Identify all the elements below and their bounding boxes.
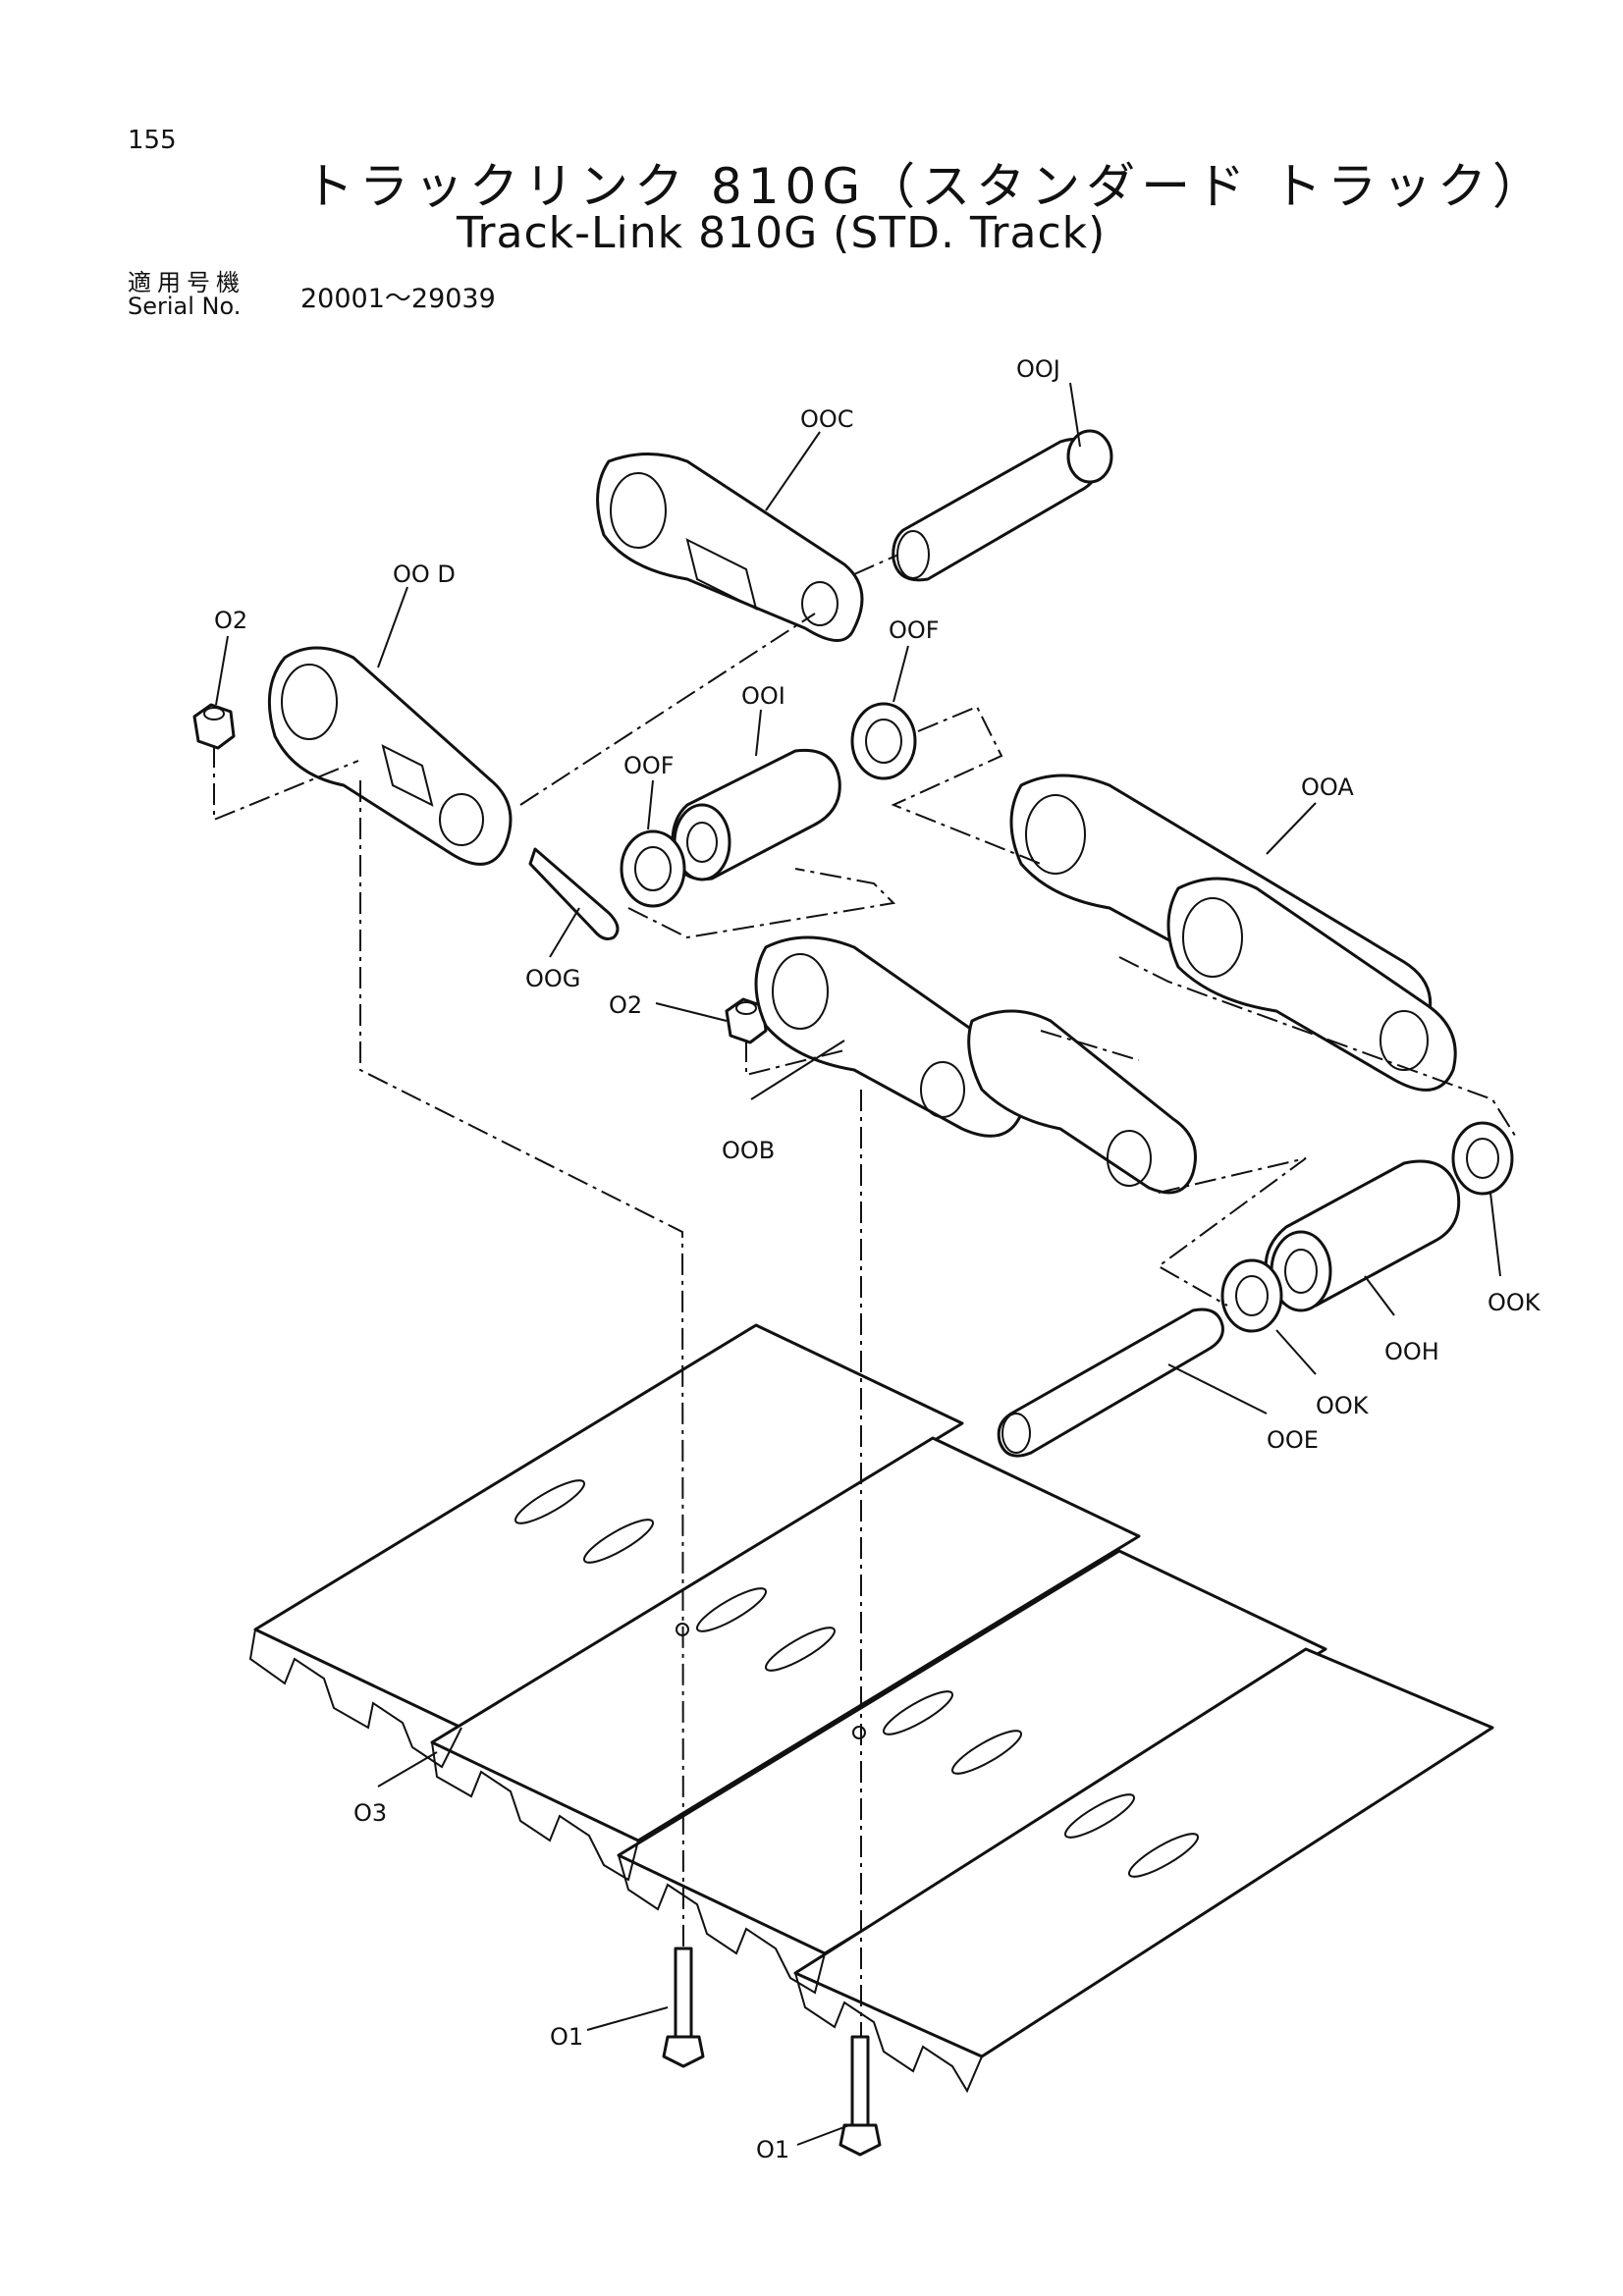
callout-02-mid: O2 — [609, 991, 642, 1019]
title-japanese: トラックリンク 810G（スタンダード トラック） — [304, 158, 1547, 215]
leader-lines — [215, 382, 1501, 2146]
callout-00k-right: OOK — [1488, 1289, 1542, 1316]
callout-03: O3 — [353, 1799, 387, 1827]
bolt-01-left[interactable] — [662, 1947, 705, 2068]
nut-02-top[interactable] — [192, 703, 236, 750]
callout-00i: OOI — [741, 682, 785, 710]
callout-00f-mid: OOF — [623, 752, 675, 779]
callout-01-left: O1 — [550, 2023, 583, 2051]
track-link-00d[interactable] — [267, 646, 513, 866]
bolt-01-right[interactable] — [839, 2035, 882, 2157]
callout-00b: OOB — [722, 1137, 775, 1164]
pin-00g[interactable] — [528, 847, 620, 940]
callout-00e: OOE — [1267, 1426, 1319, 1454]
page-number: 155 — [128, 126, 177, 155]
callout-00j: OOJ — [1016, 355, 1060, 383]
callout-00a: OOA — [1301, 774, 1354, 801]
callout-00h: OOH — [1384, 1338, 1439, 1365]
track-shoe-assembly-03[interactable] — [248, 1323, 1494, 2094]
pin-00j[interactable] — [892, 429, 1113, 582]
serial-range: 20001～29039 — [300, 284, 496, 314]
track-link-00a[interactable] — [1009, 774, 1457, 1092]
callout-00c: OOC — [800, 405, 854, 433]
title-english: Track-Link 810G (STD. Track) — [457, 208, 1107, 258]
callout-02-top: O2 — [214, 607, 247, 634]
track-link-00b[interactable] — [754, 935, 1197, 1195]
track-link-00c[interactable] — [596, 453, 864, 642]
callout-00f-top: OOF — [889, 616, 940, 644]
alignment-lines — [213, 554, 1518, 2037]
pin-00e[interactable] — [997, 1308, 1224, 1458]
seal-00k-mid[interactable] — [1220, 1258, 1283, 1333]
bushing-00i[interactable] — [671, 748, 841, 881]
callout-01-right: O1 — [756, 2136, 789, 2163]
nut-02-mid[interactable] — [725, 997, 768, 1044]
serial-label-japanese: 適用号機 — [128, 269, 245, 296]
seal-00f-mid[interactable] — [620, 829, 686, 908]
bushing-00h[interactable] — [1264, 1159, 1461, 1312]
seal-00k-right[interactable] — [1451, 1121, 1514, 1196]
seal-00f-top[interactable] — [850, 702, 917, 780]
callout-00k-mid: OOK — [1316, 1392, 1370, 1419]
callout-00d: OO D — [393, 561, 456, 588]
serial-label-english: Serial No. — [128, 293, 242, 320]
callout-00g: OOG — [525, 965, 580, 992]
